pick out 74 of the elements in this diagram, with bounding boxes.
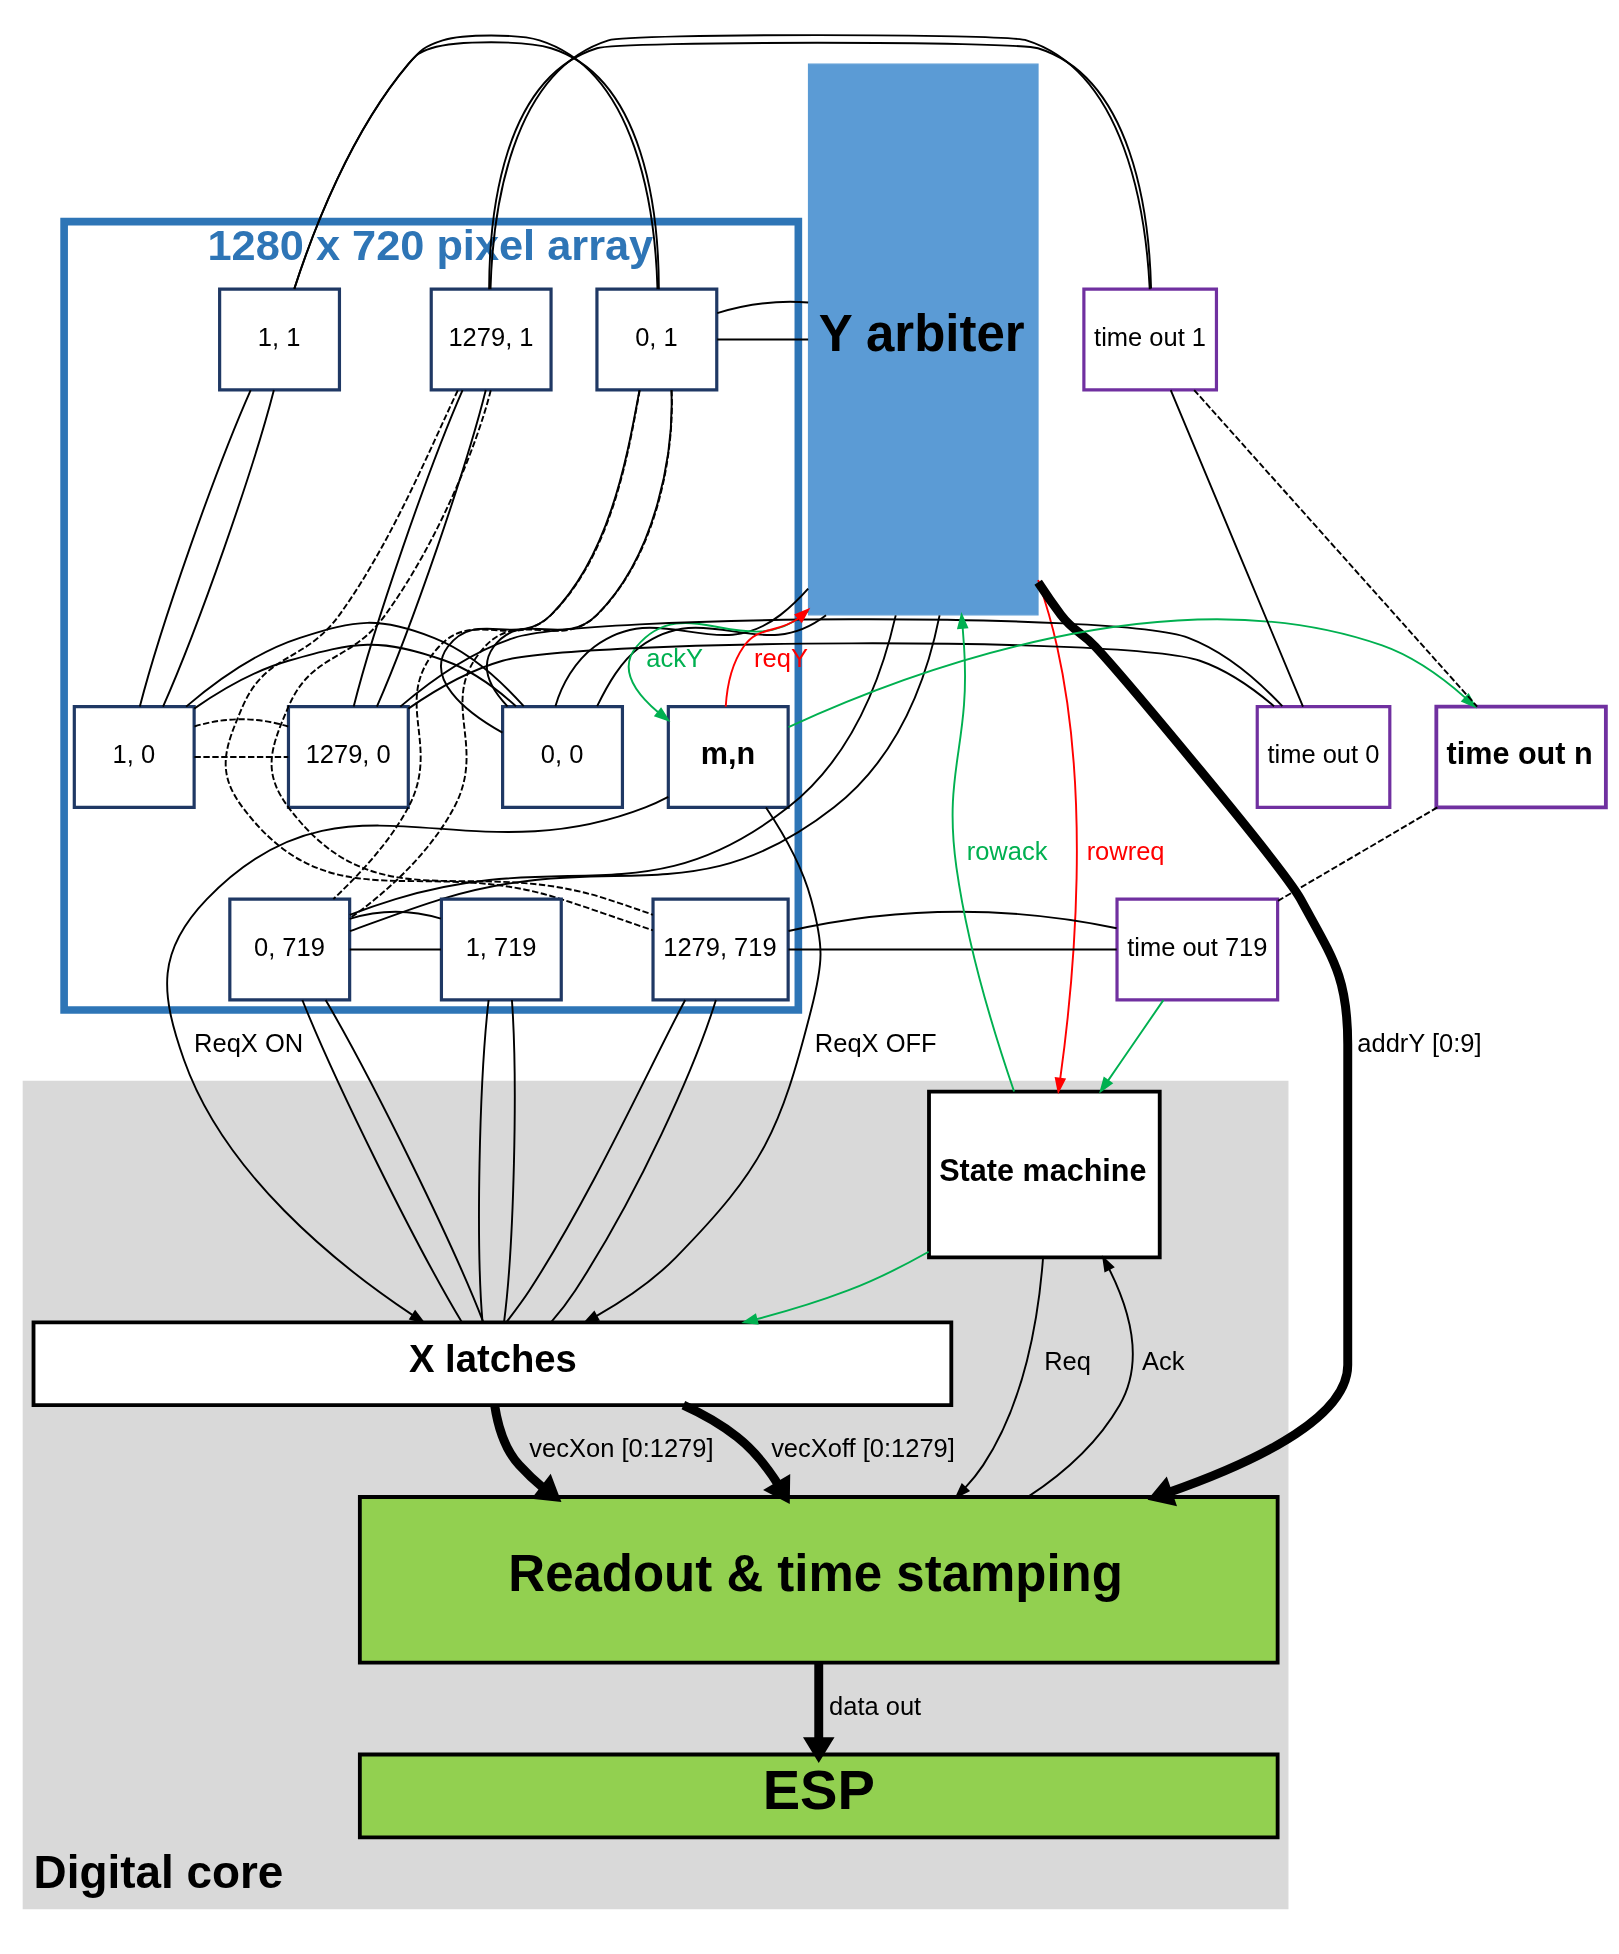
arrow — [1026, 1255, 1134, 1498]
connector — [399, 618, 1284, 708]
connector — [505, 999, 687, 1324]
node-box: State machine — [927, 1089, 1162, 1260]
connector — [138, 389, 252, 708]
arrow — [681, 1401, 791, 1505]
node-box: time out n — [1434, 704, 1608, 810]
connector — [324, 999, 485, 1323]
edge-label: Ack — [1141, 1347, 1185, 1376]
connector — [1193, 389, 1479, 708]
arrow — [741, 1250, 930, 1325]
connector — [716, 300, 810, 315]
connector — [375, 389, 487, 708]
edge-label: ackY — [646, 644, 703, 673]
connector — [407, 642, 1275, 710]
connector — [348, 948, 442, 951]
node-box: 0, 719 — [228, 897, 352, 1002]
connector — [352, 389, 464, 708]
arrow — [1034, 579, 1353, 1507]
node-box: m,n — [666, 705, 790, 809]
arrow — [1099, 999, 1165, 1094]
arrow — [803, 1663, 835, 1763]
arrow — [490, 1404, 562, 1503]
edge-label: ReqX OFF — [814, 1029, 937, 1058]
node-box: 0, 0 — [501, 705, 625, 809]
node-box: 1, 719 — [439, 897, 563, 1002]
connector — [787, 910, 1118, 932]
node-box: 1, 1 — [218, 287, 342, 392]
connector — [162, 389, 275, 708]
arrow — [951, 612, 1016, 1093]
node-box: 1279, 719 — [651, 897, 790, 1002]
arrow — [787, 618, 1477, 729]
arrow — [166, 795, 670, 1324]
connector — [596, 614, 827, 708]
connector — [185, 621, 525, 708]
connector — [440, 389, 641, 734]
node-box: time out 719 — [1115, 897, 1280, 1002]
edge-label: rowack — [966, 836, 1048, 865]
connector — [503, 999, 516, 1323]
arrow — [627, 609, 810, 723]
connector — [1169, 389, 1304, 708]
connector — [787, 948, 1118, 951]
arrow — [1037, 579, 1078, 1095]
edge-label: rowreq — [1086, 836, 1165, 865]
node-box: time out 0 — [1255, 705, 1392, 809]
node-box: time out 1 — [1082, 287, 1219, 392]
connector — [485, 389, 673, 708]
node-box: Readout & time stamping — [357, 1495, 1280, 1665]
node-box: X latches — [31, 1320, 954, 1408]
edge-label: addrY [0:9] — [1357, 1029, 1482, 1058]
connector — [193, 643, 517, 710]
connector — [301, 999, 463, 1323]
node-box: 1279, 0 — [286, 705, 410, 809]
connector — [716, 338, 810, 341]
connector — [550, 999, 717, 1324]
edge-label: vecXon [0:1279] — [529, 1434, 714, 1463]
edge-label: data out — [829, 1691, 922, 1720]
connector — [1277, 806, 1439, 902]
connector — [478, 999, 490, 1323]
connector — [348, 389, 673, 920]
connector — [554, 587, 810, 708]
node-box: Y arbiter — [807, 63, 1039, 616]
connector — [332, 389, 641, 901]
node-box: 1, 0 — [72, 705, 196, 809]
node-box: 0, 1 — [595, 287, 719, 392]
arrow — [582, 806, 822, 1324]
node-box: 1279, 1 — [429, 287, 553, 392]
edge-label: Req — [1044, 1347, 1091, 1376]
node-box: ESP — [357, 1752, 1280, 1840]
connector — [193, 756, 290, 758]
edge-label: vecXoff [0:1279] — [771, 1434, 955, 1463]
connector — [348, 910, 442, 920]
connector — [193, 718, 290, 728]
edge-label: ReqX ON — [194, 1029, 304, 1058]
